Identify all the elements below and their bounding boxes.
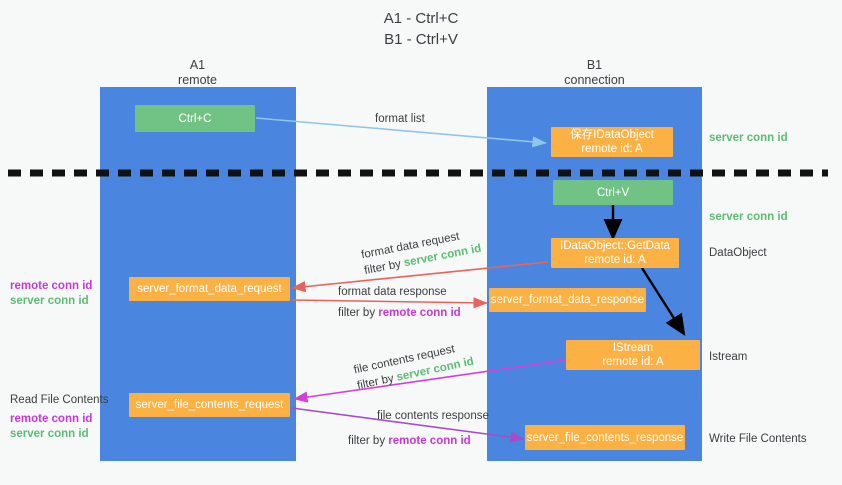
node-istream[interactable]: IStream remote id: A: [566, 340, 700, 370]
annotation-dataobject: DataObject: [709, 247, 767, 259]
node-save-idataobject-line1: 保存IDataObject: [570, 129, 654, 141]
node-server-format-data-response[interactable]: server_format_data_response: [489, 288, 646, 312]
annotation-server-conn-id-mid: server conn id: [709, 211, 788, 223]
node-server-format-data-request[interactable]: server_format_data_request: [129, 277, 290, 301]
annotation-conn-ids-middle-server: server conn id: [10, 295, 89, 307]
node-idataobject-getdata-line2: remote id: A: [584, 254, 646, 266]
annotation-write-file-contents: Write File Contents: [709, 433, 807, 445]
edge-label-format-list: format list: [375, 113, 425, 125]
node-server-file-contents-request-label: server_file_contents_request: [135, 399, 284, 411]
node-server-file-contents-request[interactable]: server_file_contents_request: [129, 393, 290, 417]
lane-header-b1-name: B1: [586, 58, 603, 72]
edge-label-format-data-response-line1: format data response: [338, 286, 447, 298]
annotation-conn-ids-bottom: remote conn id server conn id: [10, 412, 92, 442]
edge-label-file-contents-response-line1: file contents response: [377, 410, 489, 422]
annotation-conn-ids-bottom-server: server conn id: [10, 428, 89, 440]
node-ctrl-v[interactable]: Ctrl+V: [553, 180, 673, 205]
annotation-server-conn-id-top: server conn id: [709, 132, 788, 144]
node-save-idataobject[interactable]: 保存IDataObject remote id: A: [551, 127, 673, 157]
edge-label-format-data-response-line2: filter by remote conn id: [338, 307, 461, 319]
annotation-istream: Istream: [709, 351, 748, 363]
lane-header-a1: A1 remote: [100, 58, 295, 88]
edge-label-format-data-request: format data request filter by server con…: [360, 231, 485, 279]
node-istream-line2: remote id: A: [602, 356, 664, 368]
node-server-format-data-response-label: server_format_data_response: [490, 294, 645, 306]
edge-label-file-contents-response-line2: filter by remote conn id: [348, 435, 471, 447]
lane-header-a1-name: A1: [189, 58, 206, 72]
annotation-conn-ids-bottom-remote: remote conn id: [10, 413, 93, 425]
node-save-idataobject-line2: remote id: A: [581, 143, 643, 155]
node-ctrl-c-label: Ctrl+C: [178, 112, 212, 125]
edge-label-file-contents-request: file contents request filter by server c…: [353, 343, 478, 394]
annotation-conn-ids-middle: remote conn id server conn id: [10, 279, 92, 309]
annotation-conn-ids-middle-remote: remote conn id: [10, 280, 93, 292]
lane-header-b1-sub: connection: [564, 73, 625, 87]
annotation-read-file-contents: Read File Contents: [10, 394, 109, 406]
node-server-file-contents-response[interactable]: server_file_contents_response: [525, 425, 685, 450]
node-idataobject-getdata-line1: IDataObject::GetData: [560, 240, 670, 252]
lane-header-b1: B1 connection: [487, 58, 702, 88]
lane-header-a1-sub: remote: [178, 73, 217, 87]
node-istream-line1: IStream: [612, 342, 654, 354]
page-title: A1 - Ctrl+C B1 - Ctrl+V: [383, 10, 459, 48]
node-server-file-contents-response-label: server_file_contents_response: [526, 431, 684, 444]
node-ctrl-v-label: Ctrl+V: [596, 186, 630, 199]
node-server-format-data-request-label: server_format_data_request: [137, 283, 282, 295]
node-ctrl-c[interactable]: Ctrl+C: [135, 105, 255, 132]
node-idataobject-getdata[interactable]: IDataObject::GetData remote id: A: [551, 238, 679, 268]
arrow-format-data-response: [291, 297, 488, 309]
